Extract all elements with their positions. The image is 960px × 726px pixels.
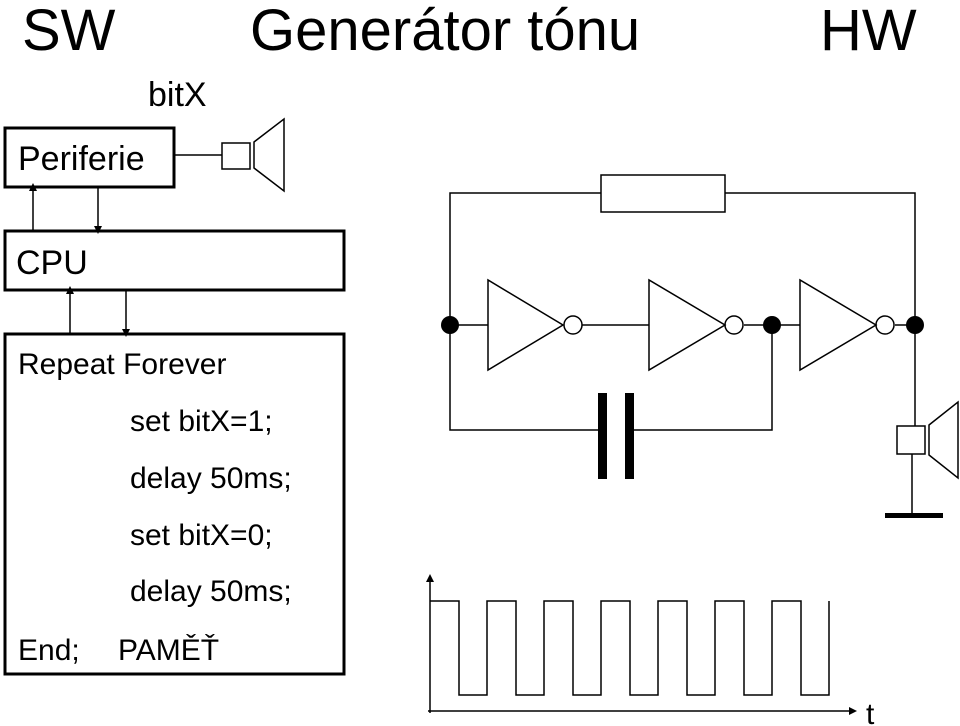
oscillator-circuit [449, 174, 916, 516]
program-loop-start: Repeat Forever [18, 348, 226, 381]
program-loop-end: End; [18, 634, 80, 667]
speaker-icon [221, 117, 285, 193]
capacitor-wire-right [629, 325, 773, 431]
speaker-icon-hw [896, 400, 959, 480]
junction-dots [441, 316, 924, 334]
peripheral-label: Periferie [18, 140, 145, 178]
memory-box [3, 332, 346, 676]
sw-heading: SW [22, 0, 116, 63]
program-line-1: set bitX=1; [130, 405, 273, 438]
cpu-box [3, 229, 346, 292]
capacitor [598, 393, 634, 479]
program-line-4: delay 50ms; [130, 575, 292, 608]
inverter-2 [648, 278, 744, 372]
inverter-3 [799, 278, 895, 372]
cpu-label: CPU [16, 244, 88, 282]
time-axis-label: t [866, 698, 875, 726]
memory-label: PAMĚŤ [118, 634, 219, 667]
resistor [600, 174, 726, 213]
page-title: Generátor tónu [250, 0, 640, 63]
feedback-wire-left [449, 192, 601, 325]
bitx-label: bitX [148, 76, 207, 114]
capacitor-wire-left [449, 325, 603, 431]
inverter-1 [487, 278, 583, 372]
feedback-wire-right [725, 192, 916, 325]
program-line-2: delay 50ms; [130, 462, 292, 495]
hw-heading: HW [820, 0, 917, 63]
ground-symbol [885, 513, 943, 518]
waveform-plot: t [426, 574, 875, 726]
square-wave [430, 600, 830, 696]
peripheral-box [3, 126, 176, 189]
program-line-3: set bitX=0; [130, 519, 273, 552]
